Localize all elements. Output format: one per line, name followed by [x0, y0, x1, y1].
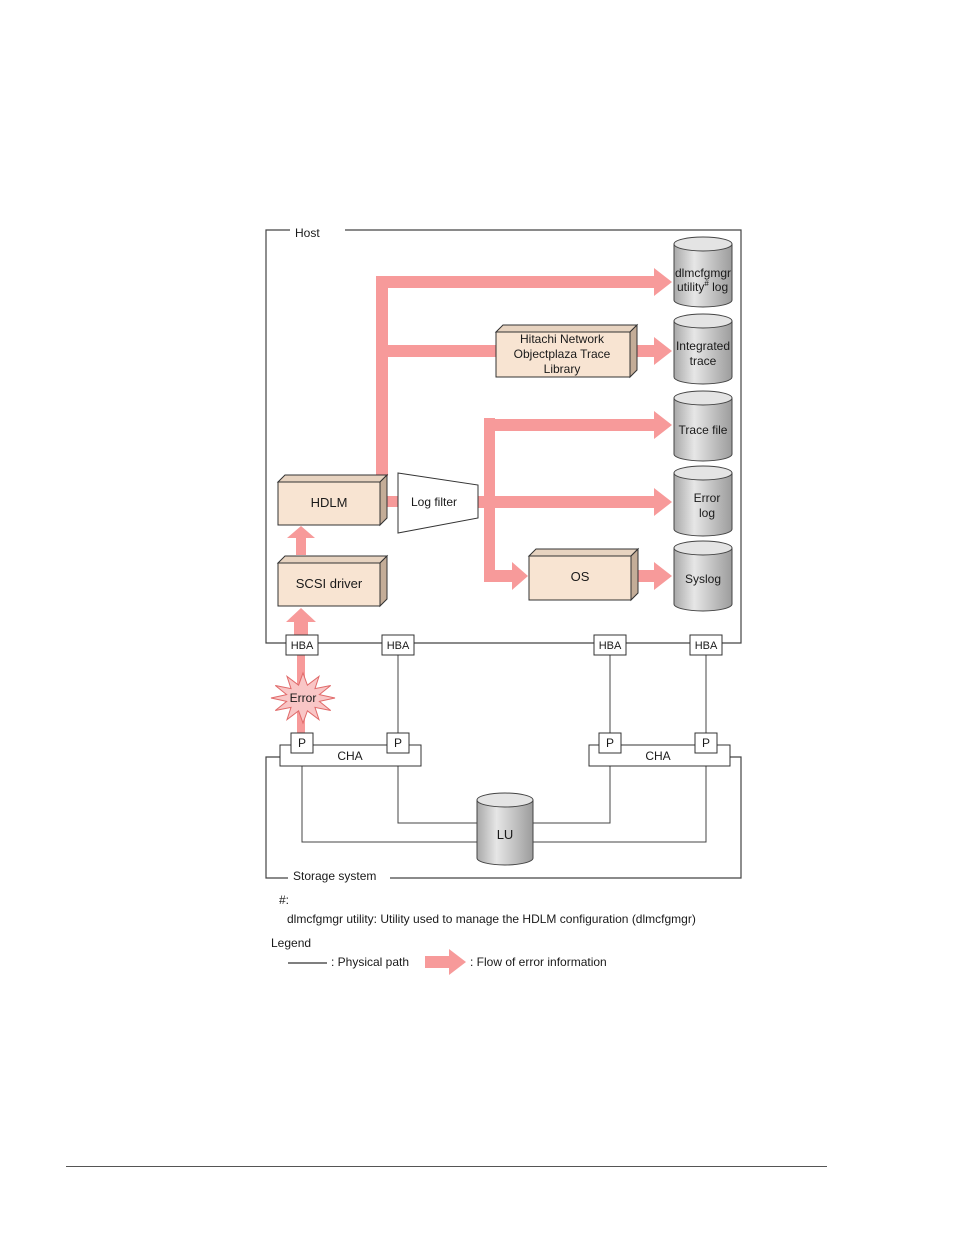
note-mark: #: [279, 893, 289, 907]
storage-label: Storage system [293, 869, 376, 883]
port-4-label: P [702, 736, 710, 750]
port-2: P [386, 732, 410, 754]
port-1-label: P [298, 736, 306, 750]
hdlm-box: HDLM [276, 473, 389, 527]
port-3: P [598, 732, 622, 754]
footer-rule [66, 1166, 827, 1167]
physical-paths [301, 655, 707, 843]
trace-file-label: Trace file [679, 423, 728, 437]
legend-physical-path-label: : Physical path [331, 955, 409, 969]
note-text: dlmcfgmgr utility: Utility used to manag… [287, 912, 696, 926]
hdlm-label: HDLM [311, 495, 348, 510]
os-label: OS [571, 569, 590, 584]
hba-1-label: HBA [291, 640, 314, 652]
dlmcfgmgr-log-label-line2: utility# log [677, 279, 728, 294]
legend-error-flow-swatch [425, 949, 466, 975]
host-label: Host [295, 226, 320, 240]
port-3-label: P [606, 736, 614, 750]
port-4: P [694, 732, 718, 754]
dlmcfgmgr-log-label-line1: dlmcfgmgr [675, 266, 731, 280]
trace-file-cylinder: Trace file [673, 390, 733, 462]
cha-left-label: CHA [337, 749, 362, 763]
legend-error-flow-label: : Flow of error information [470, 955, 607, 969]
cha-left: CHA [279, 744, 422, 767]
hntrlib-label-line2: Objectplaza Trace [514, 347, 611, 361]
hba-4-label: HBA [695, 640, 718, 652]
log-filter: Log filter [397, 472, 479, 534]
syslog-cylinder: Syslog [673, 540, 733, 612]
error-label: Error [290, 691, 317, 705]
os-box: OS [527, 547, 640, 602]
hba-2: HBA [381, 634, 415, 656]
storage-frame: Storage system [265, 756, 742, 883]
error-flow [286, 268, 672, 741]
lu-cylinder: LU [476, 792, 534, 866]
cha-right-label: CHA [645, 749, 670, 763]
hntrlib-box: Hitachi Network Objectplaza Trace Librar… [494, 323, 639, 379]
log-filter-label: Log filter [411, 495, 457, 509]
legend: Legend : Physical path : Flow of error i… [271, 936, 607, 975]
scsi-driver-label: SCSI driver [296, 576, 363, 591]
port-1: P [290, 732, 314, 754]
dlmcfgmgr-log-cylinder: dlmcfgmgr utility# log [673, 236, 733, 308]
syslog-label: Syslog [685, 572, 721, 586]
hba-2-label: HBA [387, 640, 410, 652]
hba-3-label: HBA [599, 640, 622, 652]
error-log-label-line1: Error [694, 491, 721, 505]
integrated-trace-label-line1: Integrated [676, 339, 730, 353]
port-2-label: P [394, 736, 402, 750]
hba-4: HBA [689, 634, 723, 656]
hba-3: HBA [593, 634, 627, 656]
error-burst: Error [270, 671, 336, 725]
scsi-driver-box: SCSI driver [276, 554, 389, 608]
hntrlib-label-line1: Hitachi Network [520, 332, 605, 346]
lu-label: LU [497, 827, 514, 842]
integrated-trace-label-line2: trace [690, 354, 717, 368]
hba-1: HBA [285, 634, 319, 656]
error-log-label-line2: log [699, 506, 715, 520]
host-frame: Host [265, 226, 742, 644]
hntrlib-label-line3: Library [544, 362, 581, 376]
legend-title: Legend [271, 936, 311, 950]
error-log-cylinder: Error log [673, 465, 733, 537]
integrated-trace-cylinder: Integrated trace [673, 313, 733, 385]
